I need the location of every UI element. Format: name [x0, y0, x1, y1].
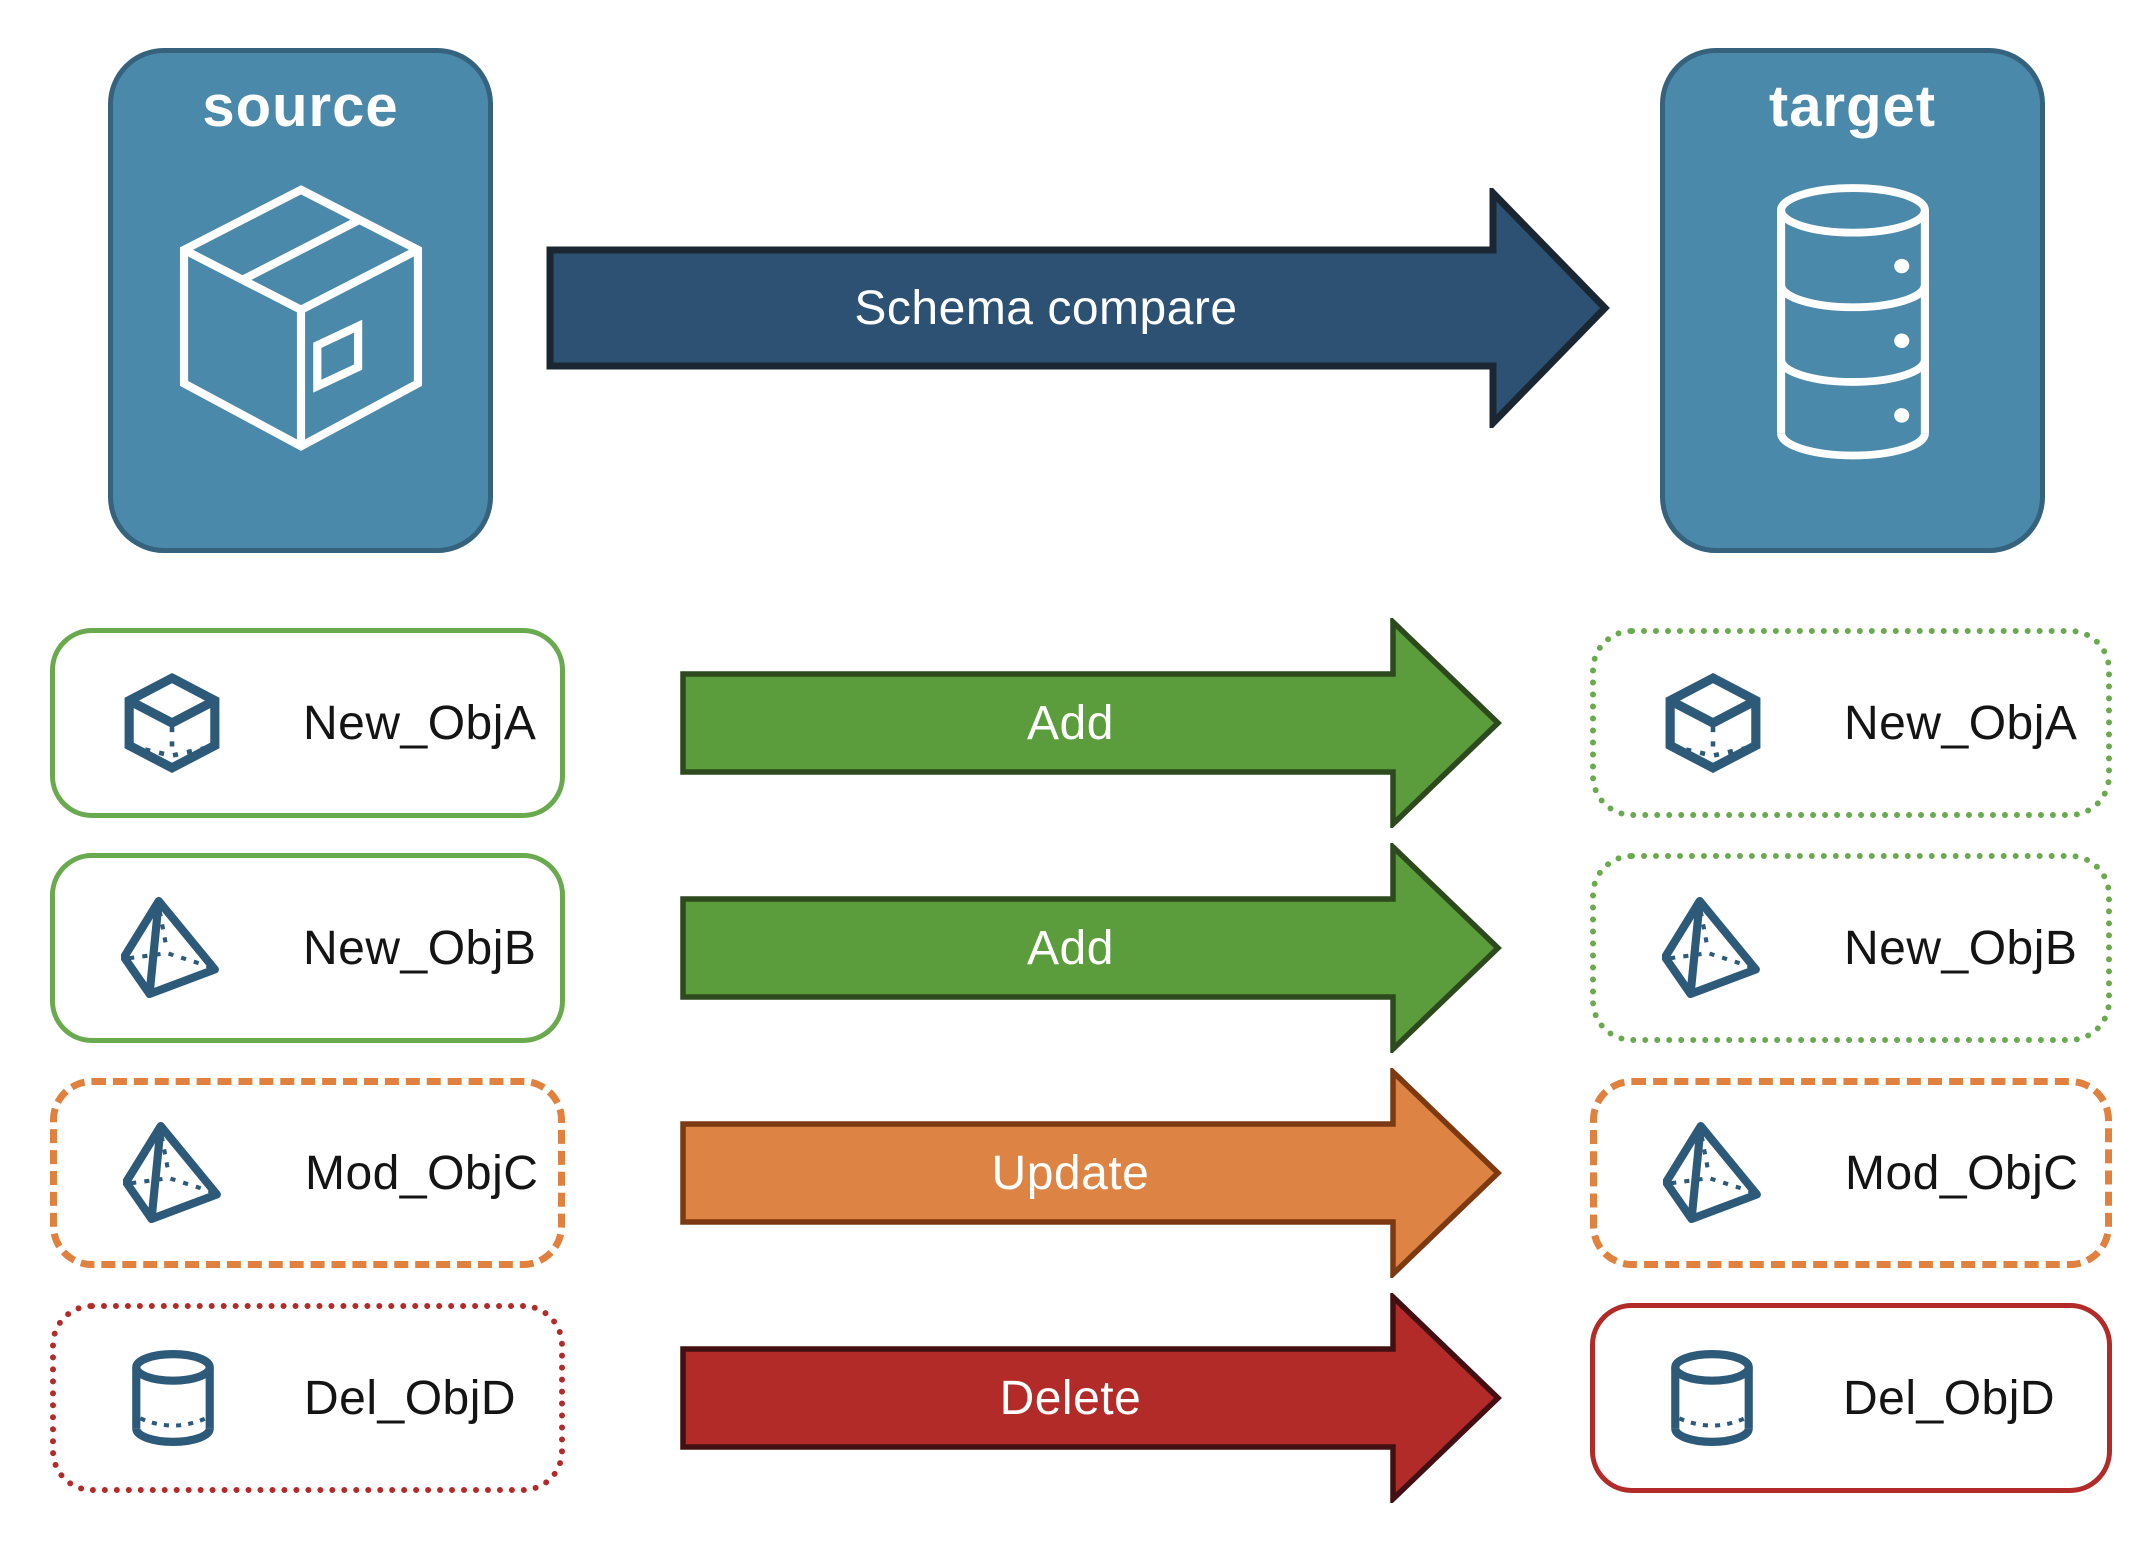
object-label: New_ObjA: [303, 696, 537, 750]
target-box-del-objd: Del_ObjD: [1590, 1303, 2112, 1493]
database-icon: [1776, 184, 1929, 460]
arrow-label-add-1: Add: [1026, 696, 1114, 750]
object-label: Mod_ObjC: [1845, 1146, 2079, 1200]
pyramid-icon: [121, 897, 219, 998]
schema-compare-arrow-shape: [546, 188, 1610, 428]
target-title: target: [1768, 74, 1937, 139]
cube-icon: [1665, 672, 1761, 774]
target-box-mod-objc: Mod_ObjC: [1590, 1078, 2112, 1268]
object-label: New_ObjA: [1844, 696, 2078, 750]
arrow-label-delete: Delete: [999, 1371, 1142, 1425]
arrow-update-row-3: Update: [680, 1068, 1502, 1278]
source-title: source: [202, 74, 399, 139]
source-box-new-objb: New_ObjB: [50, 853, 565, 1043]
object-label: Del_ObjD: [1843, 1371, 2056, 1425]
object-label: Del_ObjD: [304, 1371, 517, 1425]
source-box-del-objd: Del_ObjD: [50, 1303, 565, 1493]
source-box-mod-objc: Mod_ObjC: [50, 1078, 565, 1268]
pyramid-icon: [1662, 897, 1760, 998]
arrow-add-row-2: Add: [680, 843, 1502, 1053]
arrow-label-add-2: Add: [1026, 921, 1114, 975]
source-box-new-obja: New_ObjA: [50, 628, 565, 818]
schema-compare-label: Schema compare: [854, 281, 1238, 335]
target-panel: target: [1660, 48, 2045, 553]
pyramid-icon: [123, 1122, 221, 1223]
cylinder-icon: [1671, 1350, 1753, 1446]
arrow-label-update: Update: [991, 1146, 1150, 1200]
target-box-new-objb: New_ObjB: [1590, 853, 2112, 1043]
object-label: New_ObjB: [1844, 921, 2078, 975]
package-icon: [179, 185, 422, 451]
cylinder-icon: [132, 1350, 214, 1446]
object-label: Mod_ObjC: [305, 1146, 539, 1200]
arrow-add-row-1: Add: [680, 618, 1502, 828]
schema-compare-arrow: [546, 188, 1610, 428]
pyramid-icon: [1663, 1122, 1761, 1223]
source-panel: source: [108, 48, 493, 553]
target-box-new-obja: New_ObjA: [1590, 628, 2112, 818]
arrow-delete-row-4: Delete: [680, 1293, 1502, 1503]
cube-icon: [124, 672, 220, 774]
object-label: New_ObjB: [303, 921, 537, 975]
